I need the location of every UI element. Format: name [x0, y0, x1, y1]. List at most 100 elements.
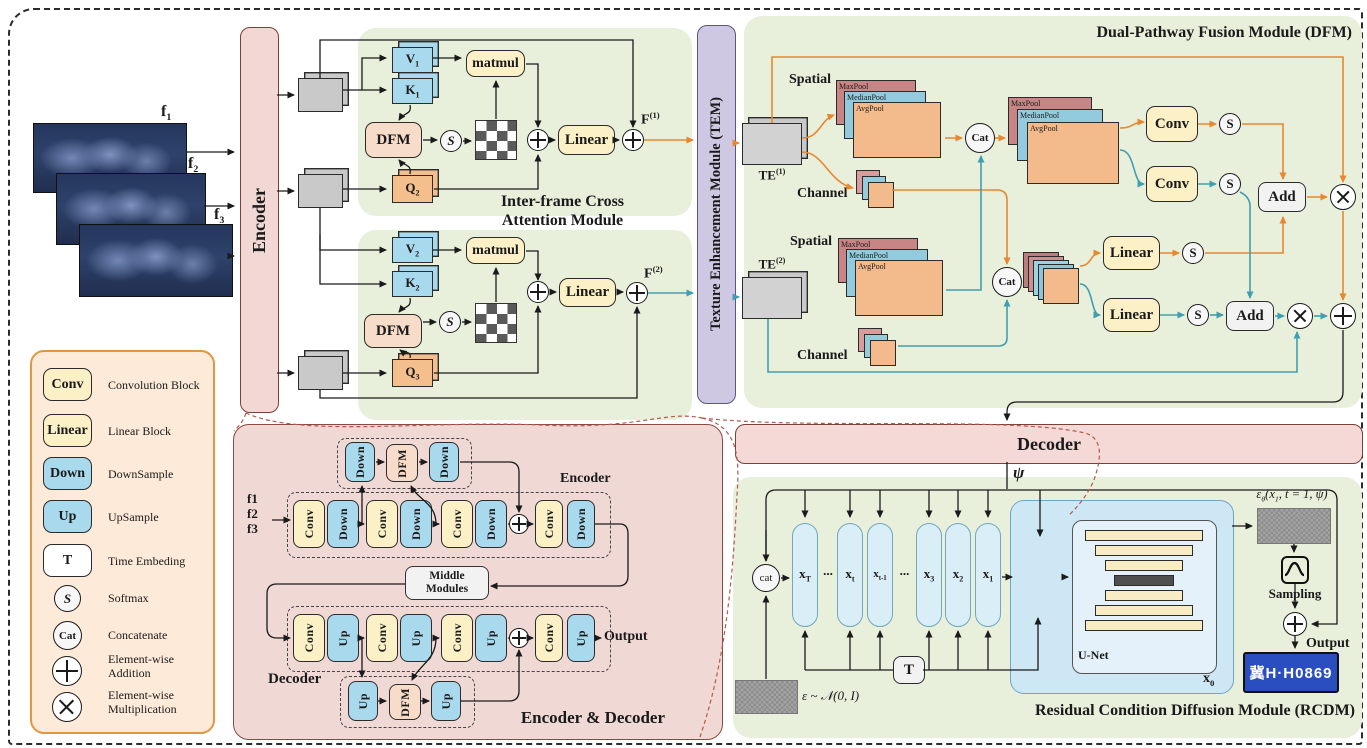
- attention-title-line2: Attention Module: [501, 212, 624, 229]
- xT-pill: xT: [792, 523, 818, 627]
- skip-bottom-up-2: Up: [431, 681, 461, 721]
- middle-label-2: Modules: [425, 583, 469, 595]
- matmul-1-label: matmul: [472, 55, 519, 71]
- softmax-1-label: S: [447, 133, 455, 148]
- enc-down-3: Down: [475, 500, 507, 548]
- k1-label: K1: [405, 82, 420, 100]
- dfm-small-1-label: DFM: [376, 131, 411, 148]
- matmul-1-box: matmul: [466, 50, 525, 77]
- legend-linear-badge: Linear: [43, 414, 92, 447]
- attention-title-line1: Inter-frame Cross: [500, 193, 625, 210]
- avgpool-rect-3: AvgPool: [855, 260, 943, 316]
- dfm-small-2-box: DFM: [364, 314, 422, 348]
- time-embedding-box: T: [893, 656, 925, 684]
- spatial-pool-stack-2: MaxPool MedianPool AvgPool: [838, 238, 946, 318]
- cat-circle-1: Cat: [965, 123, 995, 153]
- dec-add-circle: [509, 628, 529, 648]
- enc-down-1: Down: [327, 500, 359, 548]
- legend-conv-label: Convolution Block: [108, 378, 200, 392]
- linear-bottom-label: Linear: [1109, 306, 1154, 323]
- legend-down-label: DownSample: [108, 467, 174, 481]
- x1-pill: x1: [975, 523, 1001, 627]
- gaussian-noise-image: [735, 680, 798, 714]
- linear-1-label: Linear: [564, 131, 609, 148]
- feature-map-3: [298, 356, 343, 390]
- f3-label: f3: [214, 206, 225, 227]
- legend-softmax-circle: S: [54, 585, 81, 612]
- skip-top-down-1: Down: [345, 442, 375, 482]
- softmax-linear-bottom: S: [1187, 304, 1209, 326]
- skip-bottom-up-1: Up: [348, 681, 378, 721]
- legend-up-label: UpSample: [108, 510, 159, 524]
- linear-top-label: Linear: [1109, 244, 1154, 261]
- feature-map-2: [298, 174, 343, 208]
- enc-down-4: Down: [567, 500, 595, 548]
- spatial-pool-stack-1: MaxPool MedianPool AvgPool: [836, 80, 944, 160]
- enc-conv-3: Conv: [441, 500, 473, 548]
- channel-2-label: Channel: [797, 348, 848, 363]
- skip-top-dfm: DFM: [386, 444, 418, 482]
- attention-map-2: [475, 303, 517, 343]
- add-circle-1a: [527, 129, 549, 151]
- conv-bottom-box: Conv: [1146, 166, 1198, 202]
- enc-add-circle: [509, 514, 529, 534]
- legend-conv-badge: Conv: [43, 368, 92, 401]
- softmax-2-label: S: [446, 314, 454, 329]
- tem-bar-label: Texture Enhancement Module (TEM): [708, 97, 724, 332]
- dec-conv-4: Conv: [535, 614, 563, 662]
- encoder-bar: Encoder: [240, 27, 279, 413]
- f2-label: f2: [188, 155, 199, 176]
- x2-pill: x2: [945, 523, 971, 627]
- cat-circle-rcdm: cat: [752, 564, 780, 592]
- v1-box: V1: [392, 47, 433, 73]
- dec-conv-3: Conv: [441, 614, 473, 662]
- conv-top-label: Conv: [1154, 115, 1190, 132]
- x0-label: x0: [1203, 671, 1215, 688]
- skip-top-down-2: Down: [429, 442, 459, 482]
- conv-bottom-label: Conv: [1154, 175, 1190, 192]
- matmul-2-label: matmul: [472, 242, 519, 258]
- enc-conv-2: Conv: [366, 500, 398, 548]
- rcdm-title: Residual Condition Diffusion Module (RCD…: [1034, 702, 1355, 719]
- fin-f3: f3: [247, 521, 258, 536]
- te2-box: [742, 277, 802, 319]
- fin-f2: f2: [247, 506, 258, 521]
- dec-up-2: Up: [400, 614, 432, 662]
- softmax-conv-top: S: [1219, 113, 1241, 135]
- concat-feature-stack: [1023, 252, 1081, 306]
- decoder-inner-label: Decoder: [268, 671, 322, 687]
- linear-top-box: Linear: [1103, 236, 1160, 270]
- softmax-2-circle: S: [439, 311, 461, 333]
- dec-up-3: Up: [475, 614, 507, 662]
- feature-map-1: [298, 78, 343, 112]
- encdec-output-label: Output: [604, 629, 648, 644]
- add-final-circle: [1330, 303, 1356, 329]
- legend-down-badge: Down: [43, 457, 92, 490]
- legend-up-badge: Up: [43, 500, 92, 533]
- dec-conv-2: Conv: [366, 614, 398, 662]
- fused-pool-stack: MaxPool MedianPool AvgPool: [1008, 97, 1122, 189]
- residual-add-circle: [1283, 612, 1307, 636]
- avgpool-rect-2: AvgPool: [1027, 122, 1119, 184]
- sampling-icon: [1281, 556, 1309, 584]
- sampling-label: Sampling: [1268, 586, 1322, 601]
- unet-label: U-Net: [1078, 648, 1109, 662]
- te2-label: TE(2): [758, 256, 786, 272]
- q3-label: Q3: [405, 364, 420, 382]
- dec-conv-1: Conv: [293, 614, 325, 662]
- legend-time-badge: T: [43, 544, 92, 577]
- output-plate-text: 冀H·H0869: [1249, 665, 1333, 682]
- dfm-small-2-label: DFM: [375, 322, 411, 339]
- time-embedding-label: T: [903, 661, 914, 678]
- xt1-pill: xt-1: [867, 523, 893, 627]
- legend-softmax-label: Softmax: [108, 591, 149, 605]
- add-bottom-box: Add: [1226, 301, 1274, 331]
- legend-plus-circle: [52, 656, 82, 686]
- softmax-conv-bottom: S: [1219, 173, 1241, 195]
- encdec-title: Encoder & Decoder: [520, 708, 665, 727]
- linear-2-box: Linear: [559, 278, 616, 307]
- conv-top-box: Conv: [1146, 106, 1198, 142]
- xt-pill: xt: [837, 523, 863, 627]
- channel-stack-1: [856, 170, 896, 210]
